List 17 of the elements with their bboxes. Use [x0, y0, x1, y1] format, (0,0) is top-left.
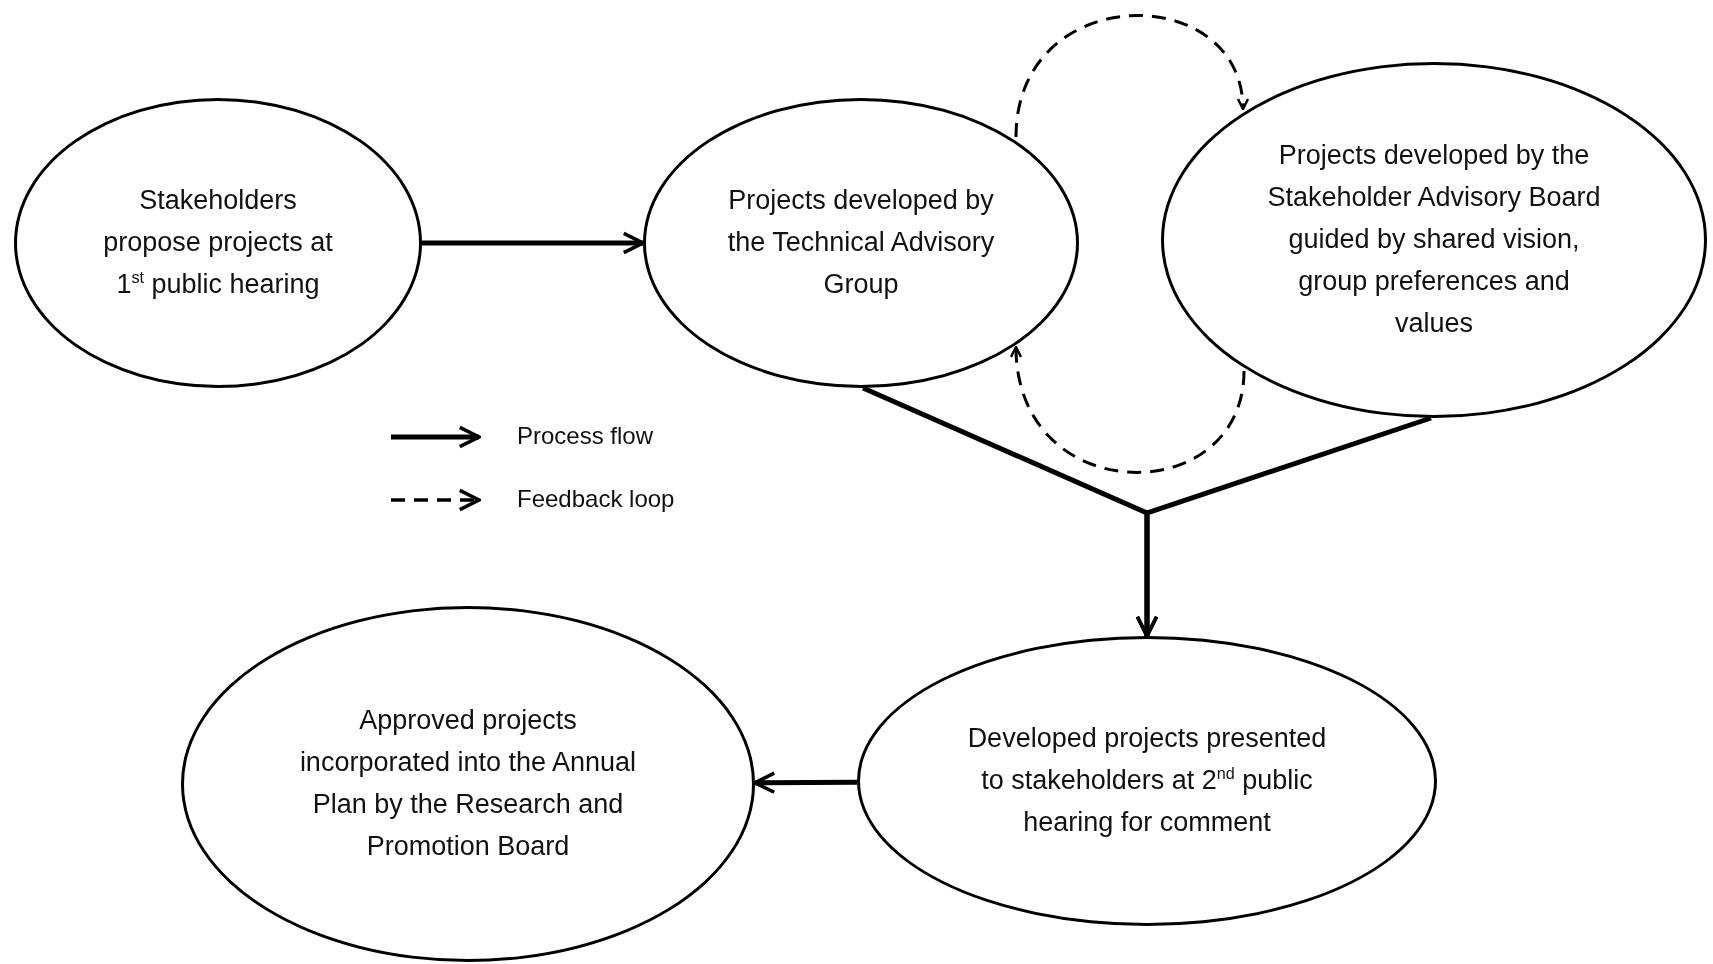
node-text: Projects developed by the Technical Advisory Group [726, 184, 996, 301]
node-text: Projects developed by the Stakeholder Advisory Board guided by shared vision, group preferences and values [1266, 139, 1602, 340]
process-ellipse [1161, 62, 1707, 418]
process-ellipse [857, 636, 1437, 926]
flow-arrow [1135, 415, 1432, 638]
feedback-arrow [1014, 14, 1248, 138]
feedback-arrow [1011, 345, 1246, 474]
flow-arrow [422, 231, 645, 255]
node-text: Stakeholders propose projects at 1$^{st}$ public hearing [102, 184, 334, 301]
process-ellipse [643, 98, 1079, 388]
flow-arrow [753, 771, 857, 795]
process-ellipse [181, 606, 755, 962]
node-text: Developed projects presented to stakeholders at 2$^{nd}$ public hearing for comment [966, 722, 1328, 839]
legend-text: Feedback loop [517, 485, 675, 513]
legend-text: Process flow [517, 422, 654, 450]
node-text: Approved projects incorporated into the Annual Plan by the Research and Promotion Board [298, 704, 638, 863]
process-ellipse [14, 98, 422, 388]
